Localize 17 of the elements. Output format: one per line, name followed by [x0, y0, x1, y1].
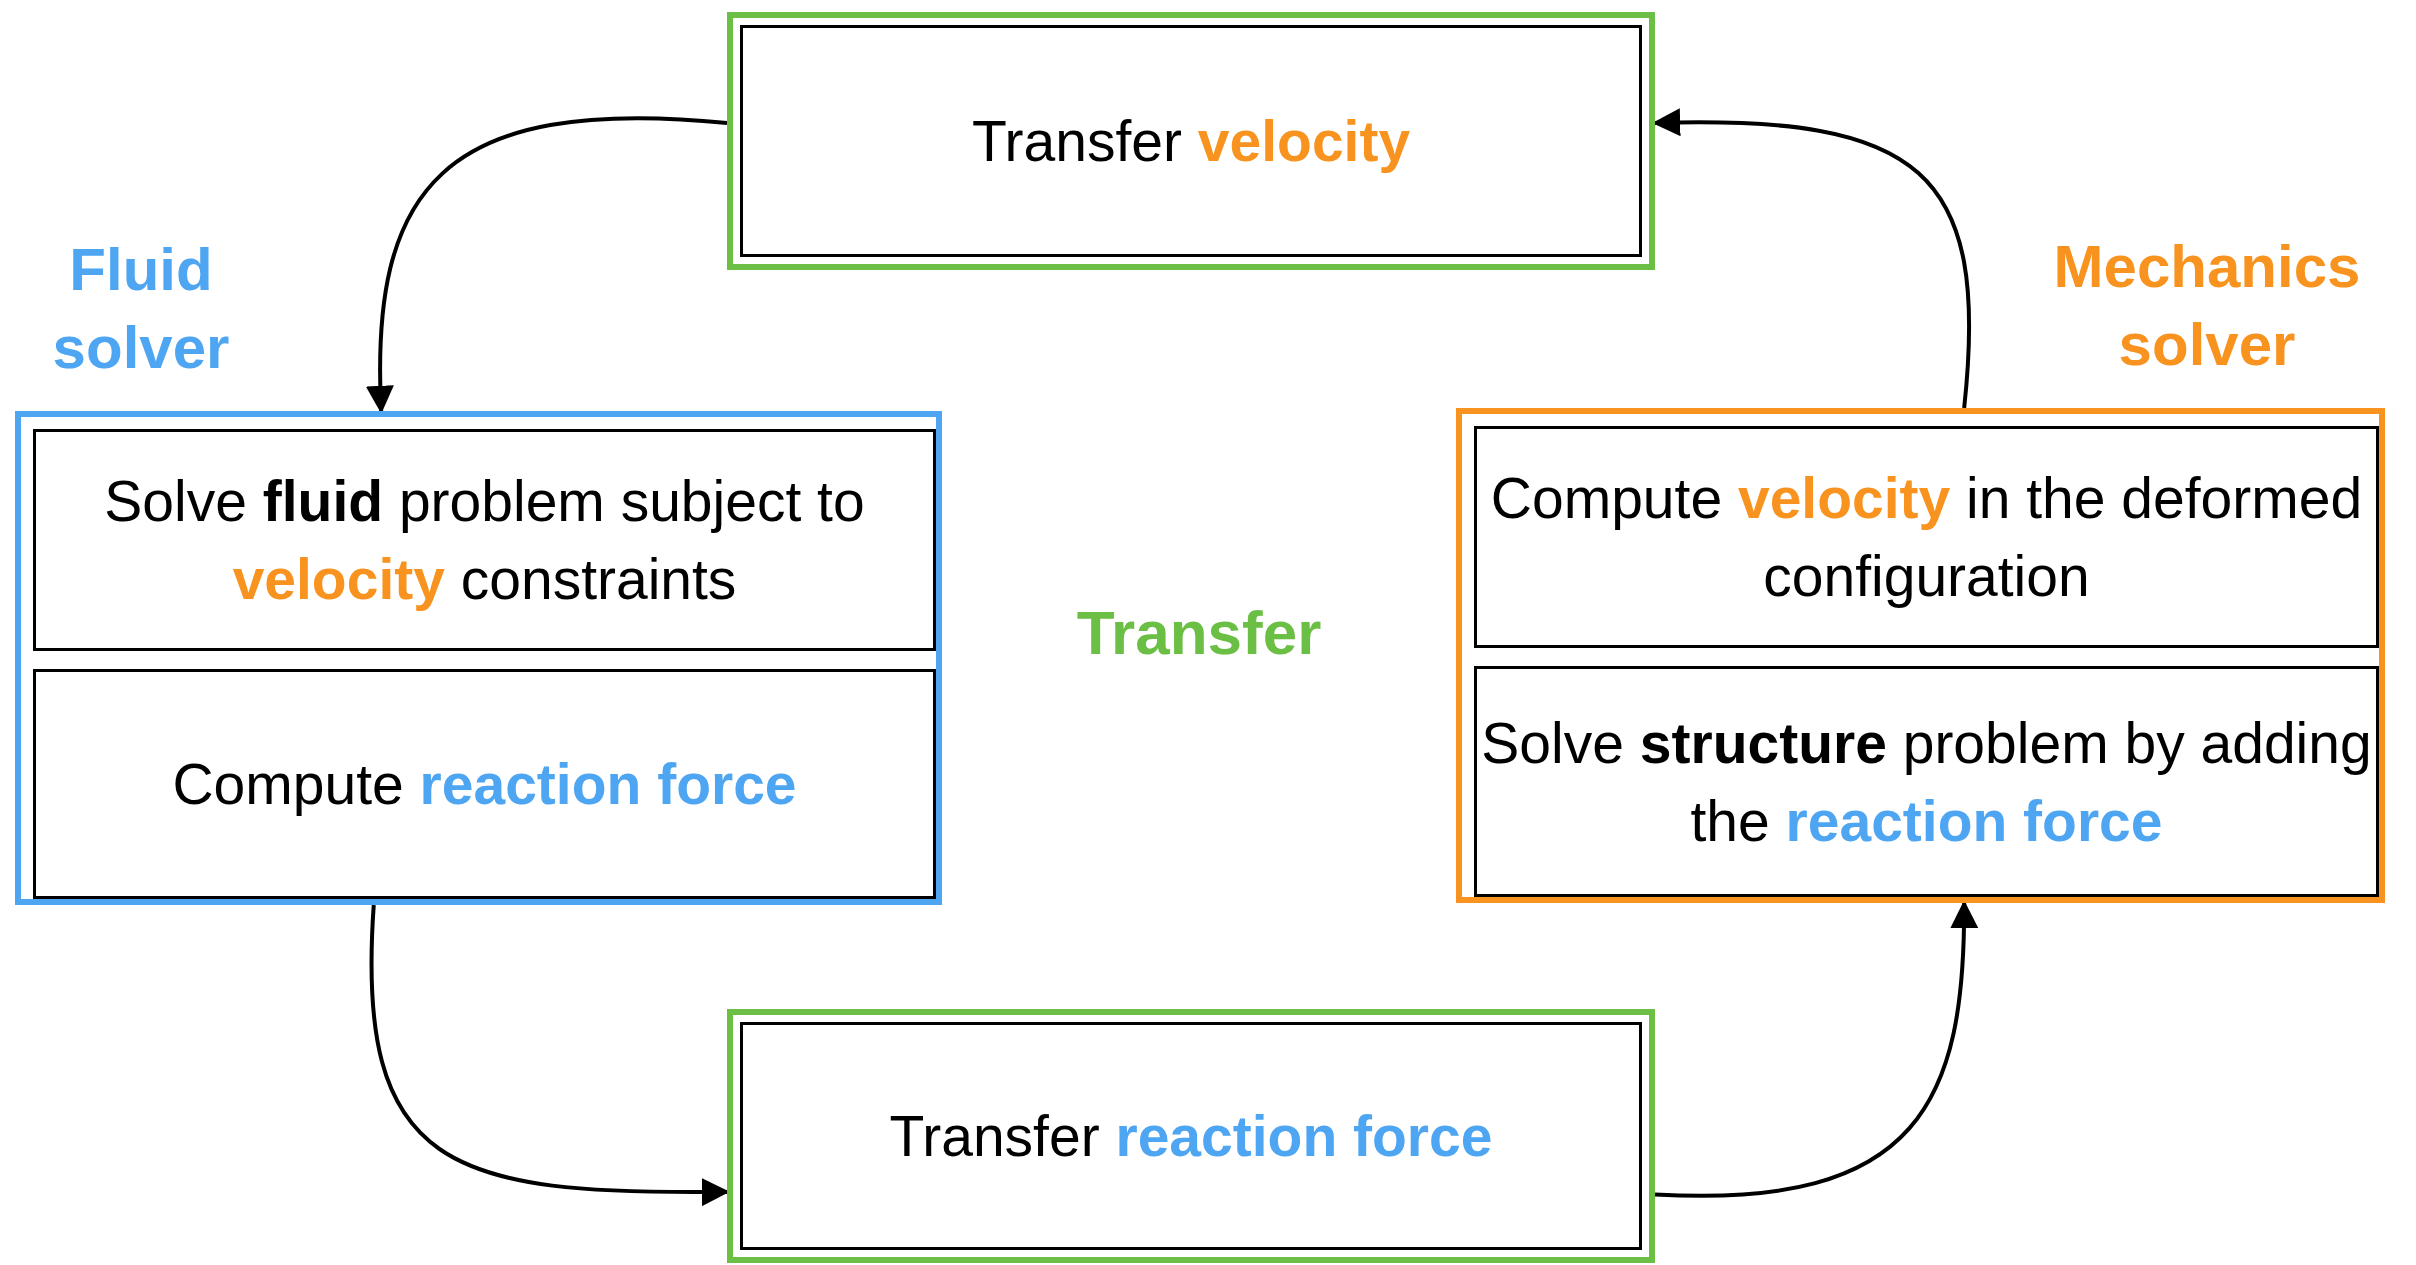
step-text: Solve structure problem by adding the reaction force: [1480, 709, 2373, 855]
center-label: Transfer: [1076, 596, 1322, 668]
step-text: Solve fluid problem subject to velocity constraints: [103, 468, 866, 613]
step-text: Compute velocity in the deformed configuration: [1489, 465, 2364, 610]
arrow: [1652, 108, 1971, 409]
panel-heading: Fluid solver: [51, 235, 231, 383]
panel-heading: Mechanics solver: [2052, 232, 2362, 380]
step-text: Transfer velocity: [971, 108, 1411, 175]
step-box: [1474, 666, 2379, 897]
step-box: [33, 429, 936, 651]
step-box: [1474, 426, 2379, 648]
step-text: Transfer reaction force: [889, 1103, 1493, 1170]
arrow: [366, 116, 728, 414]
arrow: [369, 904, 730, 1206]
step-box: [33, 669, 936, 899]
step-text: Compute reaction force: [172, 751, 797, 818]
arrow: [1654, 900, 1978, 1198]
